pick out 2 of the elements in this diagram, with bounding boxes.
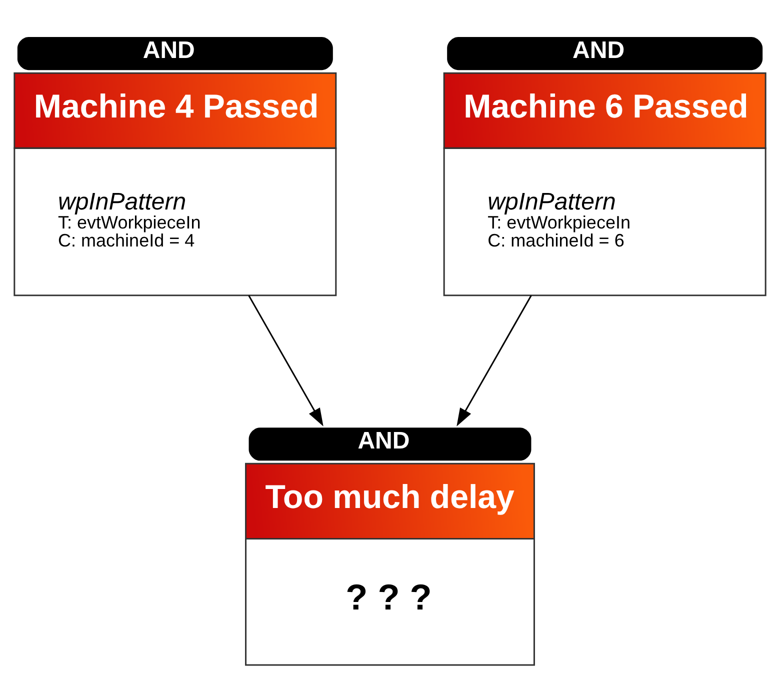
arrow	[248, 295, 324, 426]
arrow	[456, 295, 532, 426]
